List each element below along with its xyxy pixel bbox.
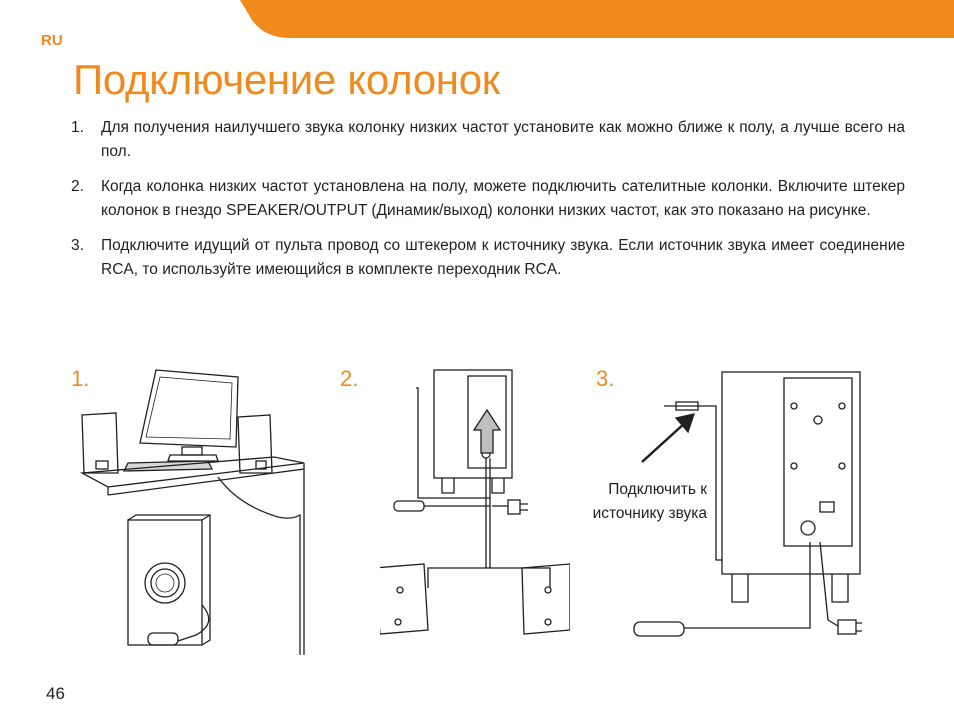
speaker-wiring-illustration — [380, 369, 570, 635]
figure-label-3: 3. — [596, 366, 615, 391]
step-text: Подключите идущий от пульта провод со шт… — [101, 237, 905, 278]
step-text: Когда колонка низких частот установлена … — [101, 178, 905, 219]
instruction-step: 3. Подключите идущий от пульта провод со… — [71, 234, 905, 282]
header-accent-bar — [240, 0, 954, 38]
language-code: RU — [41, 32, 63, 49]
step-number: 2. — [71, 178, 84, 195]
page-title: Подключение колонок — [73, 56, 500, 103]
instruction-step: 1. Для получения наилучшего звука колонк… — [71, 116, 905, 164]
figure-3-caption: Подключить к источнику звука — [592, 481, 707, 522]
step-number: 3. — [71, 237, 84, 254]
desk-setup-illustration — [79, 369, 305, 655]
step-number: 1. — [71, 119, 84, 136]
figure-label-1: 1. — [71, 366, 90, 391]
step-text: Для получения наилучшего звука колонку н… — [101, 119, 905, 160]
audio-source-connection-illustration — [633, 371, 862, 637]
instruction-list: 1. Для получения наилучшего звука колонк… — [71, 116, 905, 293]
figure-label-2: 2. — [340, 366, 359, 391]
instruction-step: 2. Когда колонка низких частот установле… — [71, 175, 905, 223]
page-number: 46 — [46, 684, 65, 703]
